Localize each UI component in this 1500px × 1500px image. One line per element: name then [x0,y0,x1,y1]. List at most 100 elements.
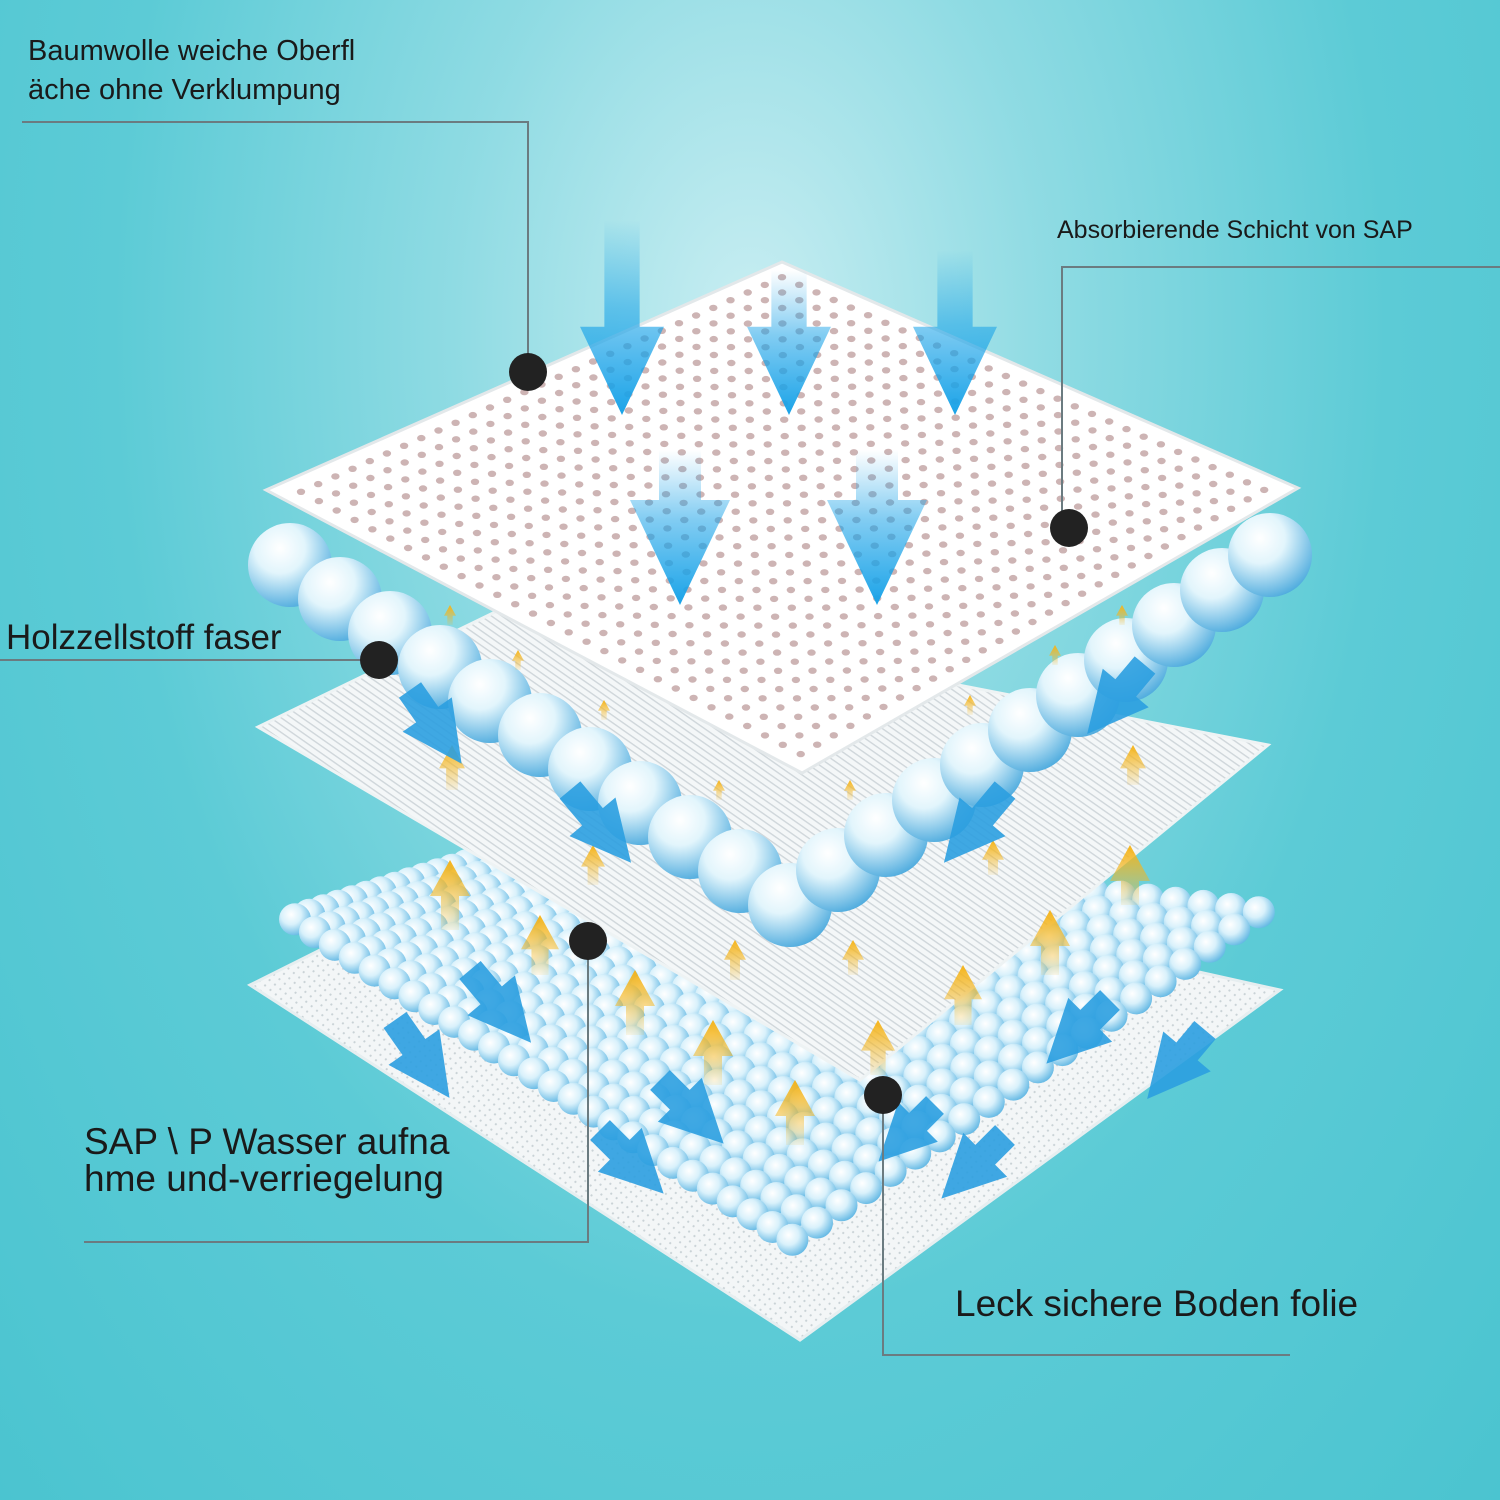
perforation-dot [1090,477,1099,484]
perforation-dot [692,375,702,382]
perforation-dot [692,343,701,351]
perforation-dot [969,455,979,462]
perforation-dot [977,629,986,636]
perforation-dot [399,442,409,449]
perforation-dot [765,508,775,515]
perforation-dot [1008,574,1018,582]
perforation-dot [521,438,530,445]
perforation-dot [643,448,652,456]
perforation-dot [523,488,532,495]
perforation-dot [555,422,565,429]
perforation-dot [812,304,821,311]
perforation-dot [578,567,587,574]
perforation-dot [952,447,961,454]
perforation-dot [560,540,569,548]
perforation-dot [486,437,496,444]
perforation-dot [758,695,767,702]
perforation-dot [572,398,581,405]
perforation-dot [1157,457,1166,465]
perforation-dot [839,613,848,620]
perforation-dot [968,406,977,413]
perforation-dot [749,517,758,524]
arrow-up-icon [724,940,746,980]
perforation-dot [1021,479,1031,486]
perforation-dot [783,517,792,524]
wick-arrows [430,605,1150,1145]
perforation-dot [1127,562,1137,569]
arrow-down-icon [383,1011,450,1098]
perforation-dot [521,421,530,428]
perforation-dot [898,358,908,366]
perforation-dot [692,359,701,366]
perforation-dot [702,631,712,638]
perforation-dot [600,647,609,655]
perforation-dot [1058,547,1068,554]
sap-bead [972,1085,1005,1118]
perforation-dot [918,465,928,472]
arrow-down-icon [827,450,927,605]
perforation-dot [1092,528,1101,535]
perforation-dot [1005,488,1014,495]
perforation-dot [846,304,856,311]
perforation-dot [539,463,549,470]
perforation-dot [1036,404,1046,411]
perforation-dot [744,351,753,359]
perforation-dot [799,474,808,481]
perforation-dot [802,560,811,567]
perforation-dot [945,666,954,673]
perforation-dot [1159,526,1169,533]
perforation-dot [1072,452,1081,460]
perforation-dot [813,383,822,391]
perforation-dot [1157,474,1167,482]
arrow-down-icon [580,220,664,415]
perforation-dot [797,424,806,431]
perforation-dot [1023,513,1032,520]
perforation-dot [899,407,909,414]
perforation-dot [506,513,516,520]
perforation-dot [973,540,982,548]
perforation-dot [812,289,821,296]
perforation-dot [1226,488,1235,495]
perforation-dot [676,399,685,407]
perforation-dot [908,612,917,619]
perforation-dot [579,584,588,592]
perforation-dot [846,722,855,729]
perforation-dot [960,620,969,627]
perforation-dot [671,685,680,692]
perforation-dot [473,547,482,554]
perforation-dot [785,551,794,559]
perforation-dot [743,320,753,327]
perforation-dot [707,704,716,711]
perforation-dot [418,485,428,492]
perforation-dot [581,620,590,627]
perforation-dot [827,694,836,702]
perforation-dot [421,536,430,544]
perforation-dot [694,424,703,431]
perforation-dot [543,566,553,573]
perforation-dot [485,404,495,411]
perforation-dot [643,465,652,472]
perforation-dot [934,406,943,414]
perforation-dot [917,431,927,439]
perforation-dot [580,602,589,610]
perforation-dot [474,564,483,572]
perforation-dot [848,416,858,423]
perforation-dot [1105,434,1114,442]
perforation-dot [732,525,741,533]
perforation-dot [559,523,568,530]
perforation-dot [788,622,797,629]
perforation-dot [740,685,749,693]
perforation-dot [651,639,660,646]
perforation-dot [953,481,962,488]
callout-dot-icon [864,1076,902,1114]
perforation-dot [894,675,904,683]
perforation-dot [800,508,809,515]
absorbent-bead [1228,513,1312,597]
perforation-dot [786,586,796,594]
perforation-dot [1077,572,1086,580]
perforation-dot [847,383,857,390]
perforation-dot [765,491,774,498]
leader-lines [0,121,1500,1356]
perforation-dot [879,703,888,711]
